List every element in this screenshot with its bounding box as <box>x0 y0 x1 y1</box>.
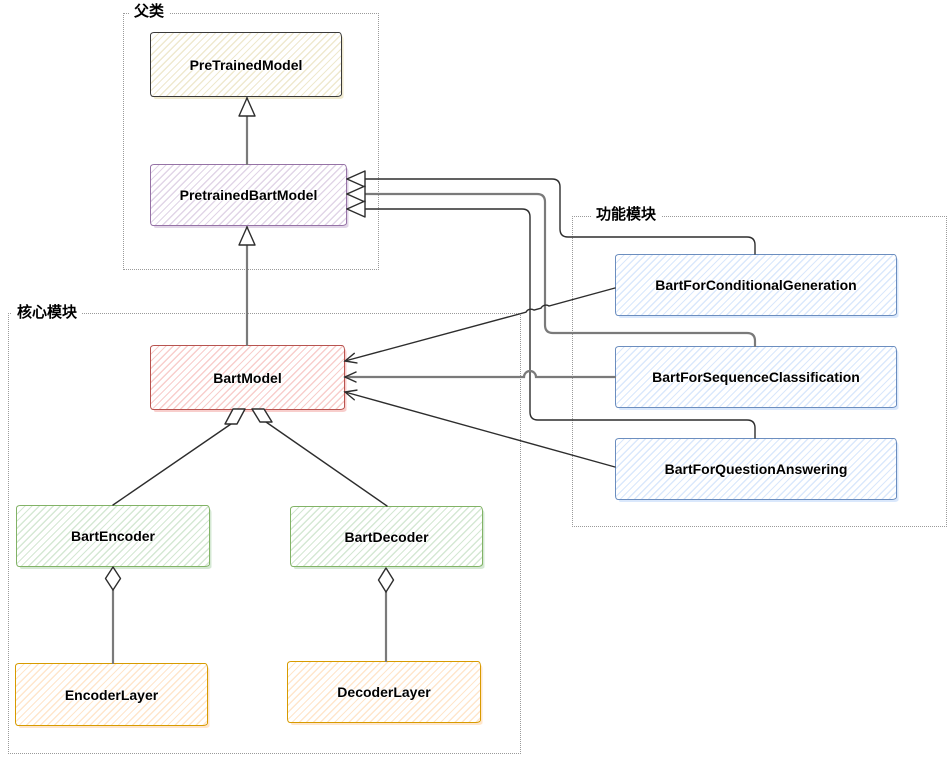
class-node-bartforquestionanswering[interactable]: BartForQuestionAnswering <box>615 438 897 500</box>
group-frame-parent[interactable] <box>123 13 379 270</box>
class-label-bartforquestionanswering: BartForQuestionAnswering <box>664 461 848 477</box>
class-label-bartdecoder: BartDecoder <box>344 528 429 545</box>
group-frame-core[interactable] <box>8 313 521 754</box>
group-label-parent: 父类 <box>129 2 170 22</box>
class-node-bartforconditionalgeneration[interactable]: BartForConditionalGeneration <box>615 254 897 316</box>
class-node-pretrainedbartmodel[interactable]: PretrainedBartModel <box>150 164 347 226</box>
class-node-encoderlayer[interactable]: EncoderLayer <box>15 663 208 726</box>
class-label-bartforsequenceclassification: BartForSequenceClassification <box>652 369 860 385</box>
class-label-pretrainedbartmodel: PretrainedBartModel <box>179 187 318 203</box>
class-node-bartencoder[interactable]: BartEncoder <box>16 505 210 567</box>
group-label-functional: 功能模块 <box>591 205 662 225</box>
class-label-decoderlayer: DecoderLayer <box>337 684 431 700</box>
class-label-encoderlayer: EncoderLayer <box>64 686 159 703</box>
class-label-pretrainedmodel: PreTrainedModel <box>189 56 303 73</box>
class-node-pretrainedmodel[interactable]: PreTrainedModel <box>150 32 342 97</box>
class-label-bartencoder: BartEncoder <box>70 528 156 544</box>
group-label-core: 核心模块 <box>12 303 83 323</box>
class-label-bartforconditionalgeneration: BartForConditionalGeneration <box>655 277 857 293</box>
class-node-bartmodel[interactable]: BartModel <box>150 345 345 410</box>
class-node-bartdecoder[interactable]: BartDecoder <box>290 506 483 567</box>
class-node-decoderlayer[interactable]: DecoderLayer <box>287 661 481 723</box>
class-node-bartforsequenceclassification[interactable]: BartForSequenceClassification <box>615 346 897 408</box>
class-label-bartmodel: BartModel <box>213 369 282 386</box>
